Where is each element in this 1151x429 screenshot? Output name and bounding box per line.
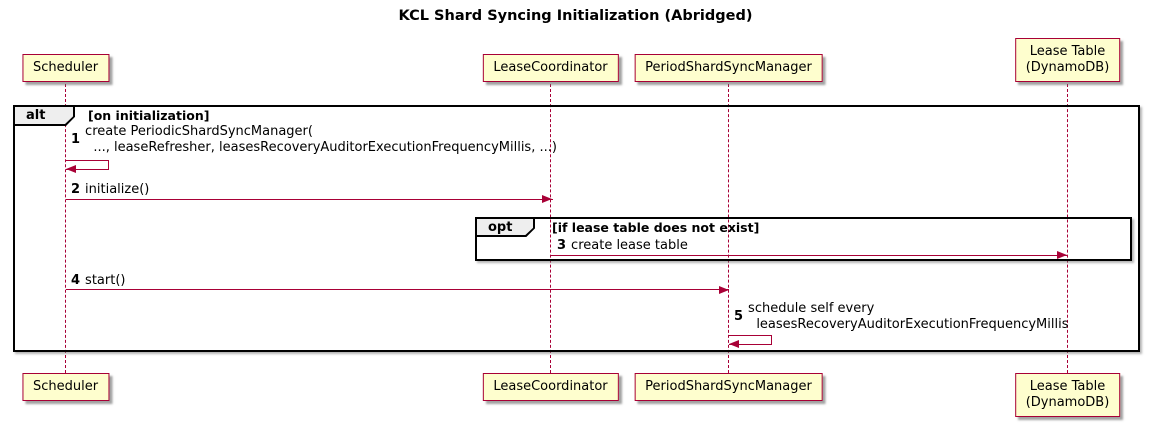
opt-frame-operator-label: opt (477, 219, 534, 236)
message-2-seq: 2 (71, 182, 81, 198)
lifeline-leasetable (1067, 84, 1068, 373)
arrowhead-left-icon (729, 339, 739, 348)
message-5-self-loop (728, 335, 772, 345)
participant-periodshardsyncmanager-top: PeriodShardSyncManager (634, 54, 823, 82)
message-1-text: create PeriodicShardSyncManager( ..., le… (85, 124, 557, 155)
participant-scheduler-top: Scheduler (21, 54, 110, 82)
message-3: 3 create lease table (557, 238, 688, 254)
arrowhead-left-icon (66, 164, 76, 173)
opt-frame-operator-tab: opt (477, 219, 535, 237)
message-5-text: schedule self every leasesRecoveryAudito… (748, 301, 1069, 332)
message-1-seq: 1 (71, 132, 81, 147)
message-2: 2 initialize() (71, 182, 149, 198)
alt-frame (13, 105, 1140, 352)
message-1-self-loop (65, 160, 109, 170)
arrowhead-right-icon (542, 195, 552, 203)
message-4-line (65, 289, 729, 290)
participant-leasetable-bottom: Lease Table (DynamoDB) (1014, 373, 1121, 417)
message-3-seq: 3 (557, 238, 567, 254)
arrowhead-right-icon (718, 285, 729, 294)
participant-leasecoordinator-bottom: LeaseCoordinator (482, 373, 619, 401)
alt-frame-operator-label: alt (15, 107, 74, 125)
alt-frame-operator-tab: alt (15, 107, 75, 126)
lifeline-leasecoordinator (550, 84, 551, 373)
message-5: 5 schedule self every leasesRecoveryAudi… (734, 301, 1069, 332)
participant-leasetable-top: Lease Table (DynamoDB) (1014, 38, 1121, 82)
message-1: 1 create PeriodicShardSyncManager( ..., … (71, 124, 557, 155)
message-5-seq: 5 (734, 309, 744, 324)
alt-frame-condition: [on initialization] (88, 108, 210, 123)
message-3-text: create lease table (571, 238, 688, 253)
opt-frame (475, 217, 1132, 261)
message-2-text: initialize() (85, 182, 150, 197)
opt-frame-condition: [if lease table does not exist] (552, 220, 760, 235)
arrowhead-right-icon (1057, 251, 1067, 259)
lifeline-periodshardsyncmanager (728, 84, 729, 373)
message-4-text: start() (85, 273, 126, 288)
participant-leasecoordinator-top: LeaseCoordinator (482, 54, 619, 82)
participant-scheduler-bottom: Scheduler (21, 373, 110, 401)
participant-periodshardsyncmanager-bottom: PeriodShardSyncManager (634, 373, 823, 401)
message-4-seq: 4 (71, 273, 81, 289)
lifeline-scheduler (65, 84, 66, 373)
message-3-line (550, 254, 1068, 256)
diagram-title: KCL Shard Syncing Initialization (Abridg… (398, 8, 753, 24)
message-2-line (65, 198, 553, 200)
message-4: 4 start() (71, 273, 125, 289)
